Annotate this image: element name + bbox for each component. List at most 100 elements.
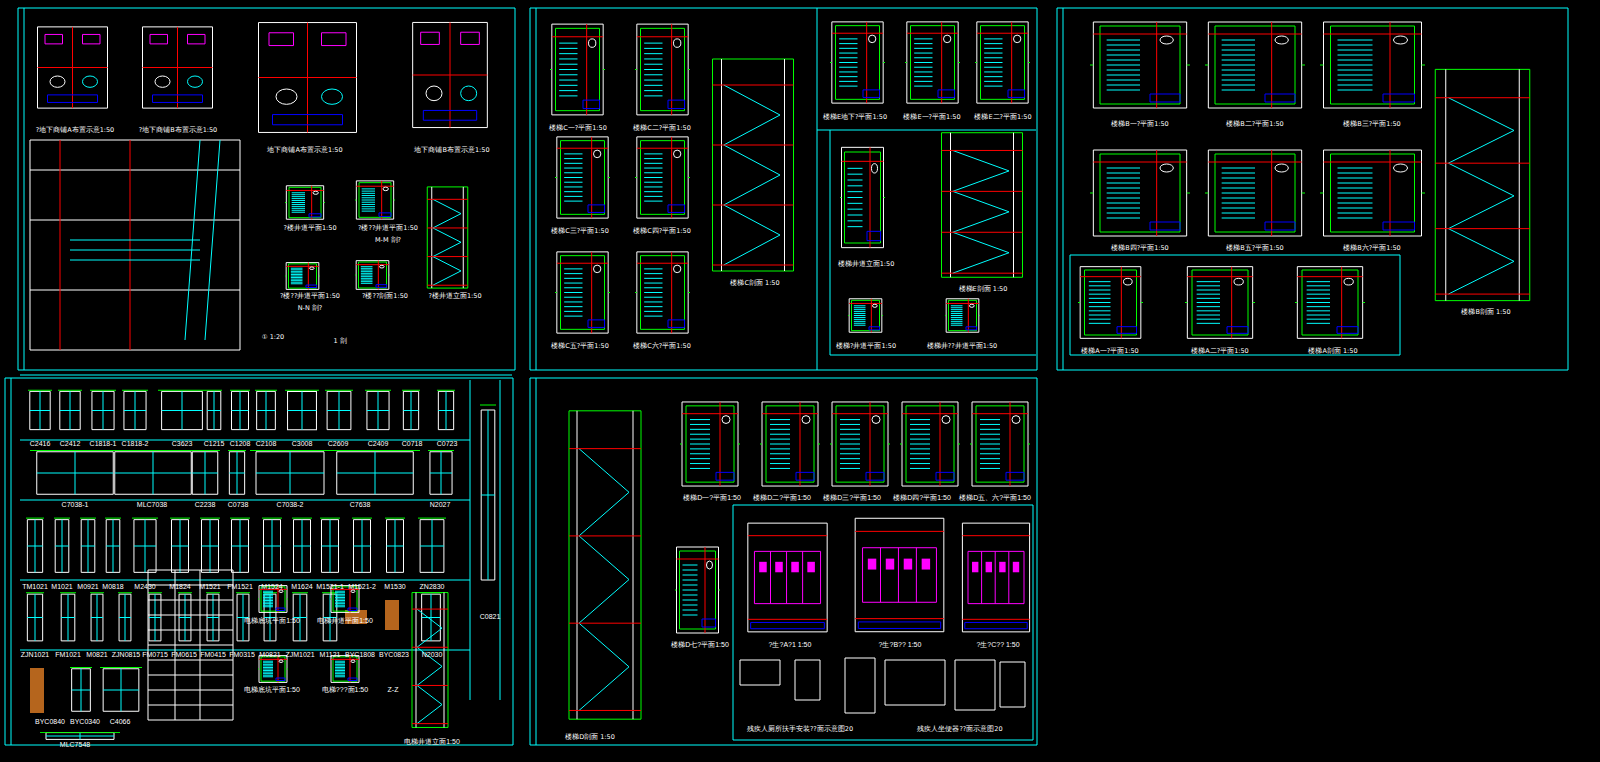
drawing-label: 楼梯D二?平面1:50: [753, 494, 811, 502]
drawing-label: MLC7548: [60, 741, 90, 749]
drawing-label: C2416: [30, 440, 51, 448]
drawing-label: FM1521: [227, 583, 253, 591]
drawing-label: M1530: [384, 583, 405, 591]
drawing-label: C7038-1: [62, 501, 89, 509]
drawing-label: C0723: [437, 440, 458, 448]
drawing-label: 楼梯E地下?平面1:50: [823, 114, 887, 121]
drawing-label: 楼梯C五?平面1:50: [551, 343, 609, 350]
drawing-label: 楼梯A二?平面1:50: [1191, 348, 1249, 355]
drawing-label: BYC0823: [379, 651, 409, 659]
drawing-label: N-N 剖?: [298, 305, 323, 312]
drawing-label: 楼梯C二?平面1:50: [633, 125, 691, 132]
drawing-label: 楼梯D三?平面1:50: [823, 494, 881, 502]
drawing-label: TM1021: [22, 583, 48, 591]
drawing-label: C0738: [228, 501, 249, 509]
drawing-label: 电梯底坑平面1:50: [244, 617, 300, 625]
drawing-label: BYC0840: [35, 718, 65, 726]
drawing-label: ① 1:20: [262, 334, 285, 341]
drawing-label: ?生?C?? 1:50: [976, 641, 1019, 649]
drawing-label: 楼梯D七?平面1:50: [671, 641, 729, 649]
drawing-label: C2108: [256, 440, 277, 448]
drawing-label: 楼梯D剖面 1:50: [565, 734, 615, 741]
drawing-label: 楼梯井??井道平面1:50: [927, 343, 998, 350]
drawing-label: 楼梯C剖面 1:50: [730, 280, 779, 287]
drawing-label: 电梯井道平面1:50: [317, 617, 373, 625]
drawing-label: M1521-2: [348, 583, 376, 591]
drawing-label: M1521-1: [316, 583, 344, 591]
drawing-label: 楼梯井道立面1:50: [838, 261, 895, 268]
drawing-label: ?地下商铺B布置示意1:50: [139, 127, 218, 134]
drawing-label: 残疾人坐便器??面示意图20: [917, 726, 1002, 733]
drawing-label: 楼梯C一?平面1:50: [549, 125, 607, 132]
drawing-label: M1021: [51, 583, 72, 591]
drawing-label: C1818-1: [90, 440, 117, 448]
drawing-label: 电梯底坑平面1:50: [244, 686, 300, 694]
drawing-label: 楼梯B三?平面1:50: [1343, 121, 1401, 128]
drawing-label: M1121: [320, 651, 341, 659]
drawing-label: 楼梯A一?平面1:50: [1081, 348, 1139, 355]
drawing-label: FM0315: [229, 651, 255, 659]
drawing-label: ?楼??井道平面1:50: [280, 293, 340, 300]
drawing-label: 楼梯C六?平面1:50: [633, 343, 691, 350]
drawing-label: 楼梯B二?平面1:50: [1226, 121, 1284, 128]
drawing-label: 楼梯B四?平面1:50: [1111, 245, 1169, 252]
drawing-label: 1 剖: [333, 338, 346, 345]
drawing-label: FM0615: [171, 651, 197, 659]
drawing-label: 地下商铺A布置示意1:50: [267, 147, 342, 154]
drawing-label: ZN2830: [420, 583, 445, 591]
drawing-label: 楼梯A剖面 1:50: [1308, 348, 1357, 355]
drawing-label: 地下商铺B布置示意1:50: [414, 147, 489, 154]
drawing-label: 楼梯B一?平面1:50: [1111, 121, 1169, 128]
drawing-label: ZJM1021: [285, 651, 314, 659]
drawing-label: 楼梯C三?平面1:50: [551, 228, 609, 235]
drawing-label: M0818: [102, 583, 123, 591]
drawing-label: M1824: [169, 583, 190, 591]
drawing-label: M0921: [77, 583, 98, 591]
drawing-label: MLC7038: [137, 501, 167, 509]
drawing-label: ?生?B?? 1:50: [879, 641, 922, 649]
drawing-label: N2030: [422, 651, 443, 659]
drawing-label: 楼梯D五、六?平面1:50: [959, 494, 1031, 502]
drawing-label: FM1021: [55, 651, 81, 659]
drawing-label: 楼梯D一?平面1:50: [683, 494, 741, 502]
drawing-label: M1521: [199, 583, 220, 591]
drawing-label: N2027: [430, 501, 451, 509]
drawing-label: ?生?A?1 1:50: [769, 641, 812, 649]
drawing-label: 残疾人厕所扶手安装??面示意图20: [747, 726, 853, 733]
drawing-label: C0821: [480, 613, 501, 621]
drawing-label: ?楼??井道平面1:50: [358, 225, 418, 232]
drawing-label: 楼梯?井道平面1:50: [836, 343, 896, 350]
drawing-label: C0718: [402, 440, 423, 448]
drawing-label: C2409: [368, 440, 389, 448]
drawing-label: M2430: [134, 583, 155, 591]
drawing-label: ?楼??剖面1:50: [362, 293, 408, 300]
drawing-label: C1818-2: [122, 440, 149, 448]
drawing-label: Z-Z: [388, 686, 399, 694]
drawing-label: M1624: [291, 583, 312, 591]
drawing-label: 楼梯B六?平面1:50: [1343, 245, 1401, 252]
drawing-label: BYC1808: [345, 651, 375, 659]
drawing-label: ?楼井道立面1:50: [428, 293, 481, 300]
drawing-label: BYC0340: [70, 718, 100, 726]
drawing-label: C7038-2: [277, 501, 304, 509]
drawing-label: M0821: [259, 651, 280, 659]
drawing-label: ?地下商铺A布置示意1:50: [36, 127, 115, 134]
drawing-label: M0821: [86, 651, 107, 659]
drawing-label: 楼梯E一?平面1:50: [903, 114, 960, 121]
drawing-label: C1215: [204, 440, 225, 448]
drawing-label: ?楼井道平面1:50: [283, 225, 336, 232]
drawing-label: C3623: [172, 440, 193, 448]
drawing-label: C2238: [195, 501, 216, 509]
drawing-label: 楼梯E剖面 1:50: [959, 286, 1008, 293]
drawing-label: M1524: [261, 583, 282, 591]
drawing-label: C2412: [60, 440, 81, 448]
drawing-label: C4066: [110, 718, 131, 726]
drawing-label: 楼梯B五?平面1:50: [1226, 245, 1284, 252]
drawing-label: C1208: [230, 440, 251, 448]
drawing-label: 电梯井道立面1:50: [404, 738, 460, 746]
drawing-label: M-M 剖?: [375, 237, 401, 244]
drawing-label: ZJN1021: [21, 651, 49, 659]
drawing-label: C7638: [350, 501, 371, 509]
drawing-label: FM0715: [142, 651, 168, 659]
drawing-label: FM0415: [200, 651, 226, 659]
